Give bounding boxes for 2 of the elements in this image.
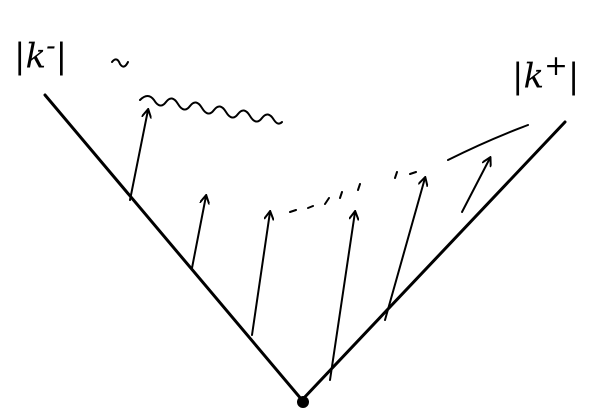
- momentum-label: |k$^{-}$|: [14, 32, 68, 74]
- momentum-label: |k$^{+}$|: [512, 52, 580, 94]
